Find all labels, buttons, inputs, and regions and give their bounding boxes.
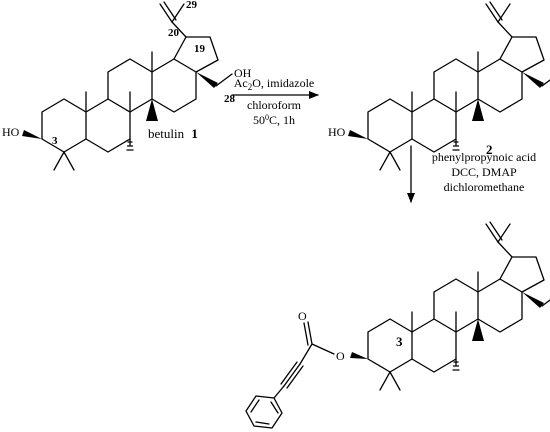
compound-2-monoacetate: HO O O 2 [328,1,550,171]
compound-3-number: 3 [396,334,403,349]
locant-29: 29 [186,0,198,11]
phenylpropynoyl-group: O [245,309,335,429]
reaction-step-1: Ac2O, imidazole chloroform 500C, 1h [231,76,319,127]
step1-solvent: chloroform [247,98,302,112]
locant-28: 28 [224,93,236,105]
compound-2-number: 2 [486,142,493,157]
c3-ester-oxygen-label: O [336,349,345,363]
locant-19: 19 [194,43,206,55]
step2-reagent: phenylpropynoic acid [432,150,536,164]
c3-hydroxyl-label: HO [328,125,346,139]
step1-reagents: Ac2O, imidazole [234,76,314,92]
c3-hydroxyl-label: HO [2,125,20,139]
reaction-step-2: phenylpropynoic acid DCC, DMAP dichlorom… [407,145,536,203]
step1-temperature: 500C, 1h [253,113,295,127]
step2-coupling-agents: DCC, DMAP [451,165,517,179]
compound-1-betulin: HO OH 3 19 20 28 29 betulin 1 [2,0,252,171]
locant-3: 3 [52,135,58,147]
compound-3-diester: O O O 3 [336,221,550,391]
c28-hydroxyl-label: OH [234,66,252,80]
step2-solvent: dichloromethane [444,180,525,194]
compound-1-name: betulin 1 [148,126,198,141]
c3-carbonyl-oxygen-label: O [298,309,307,323]
locant-20: 20 [168,27,180,39]
